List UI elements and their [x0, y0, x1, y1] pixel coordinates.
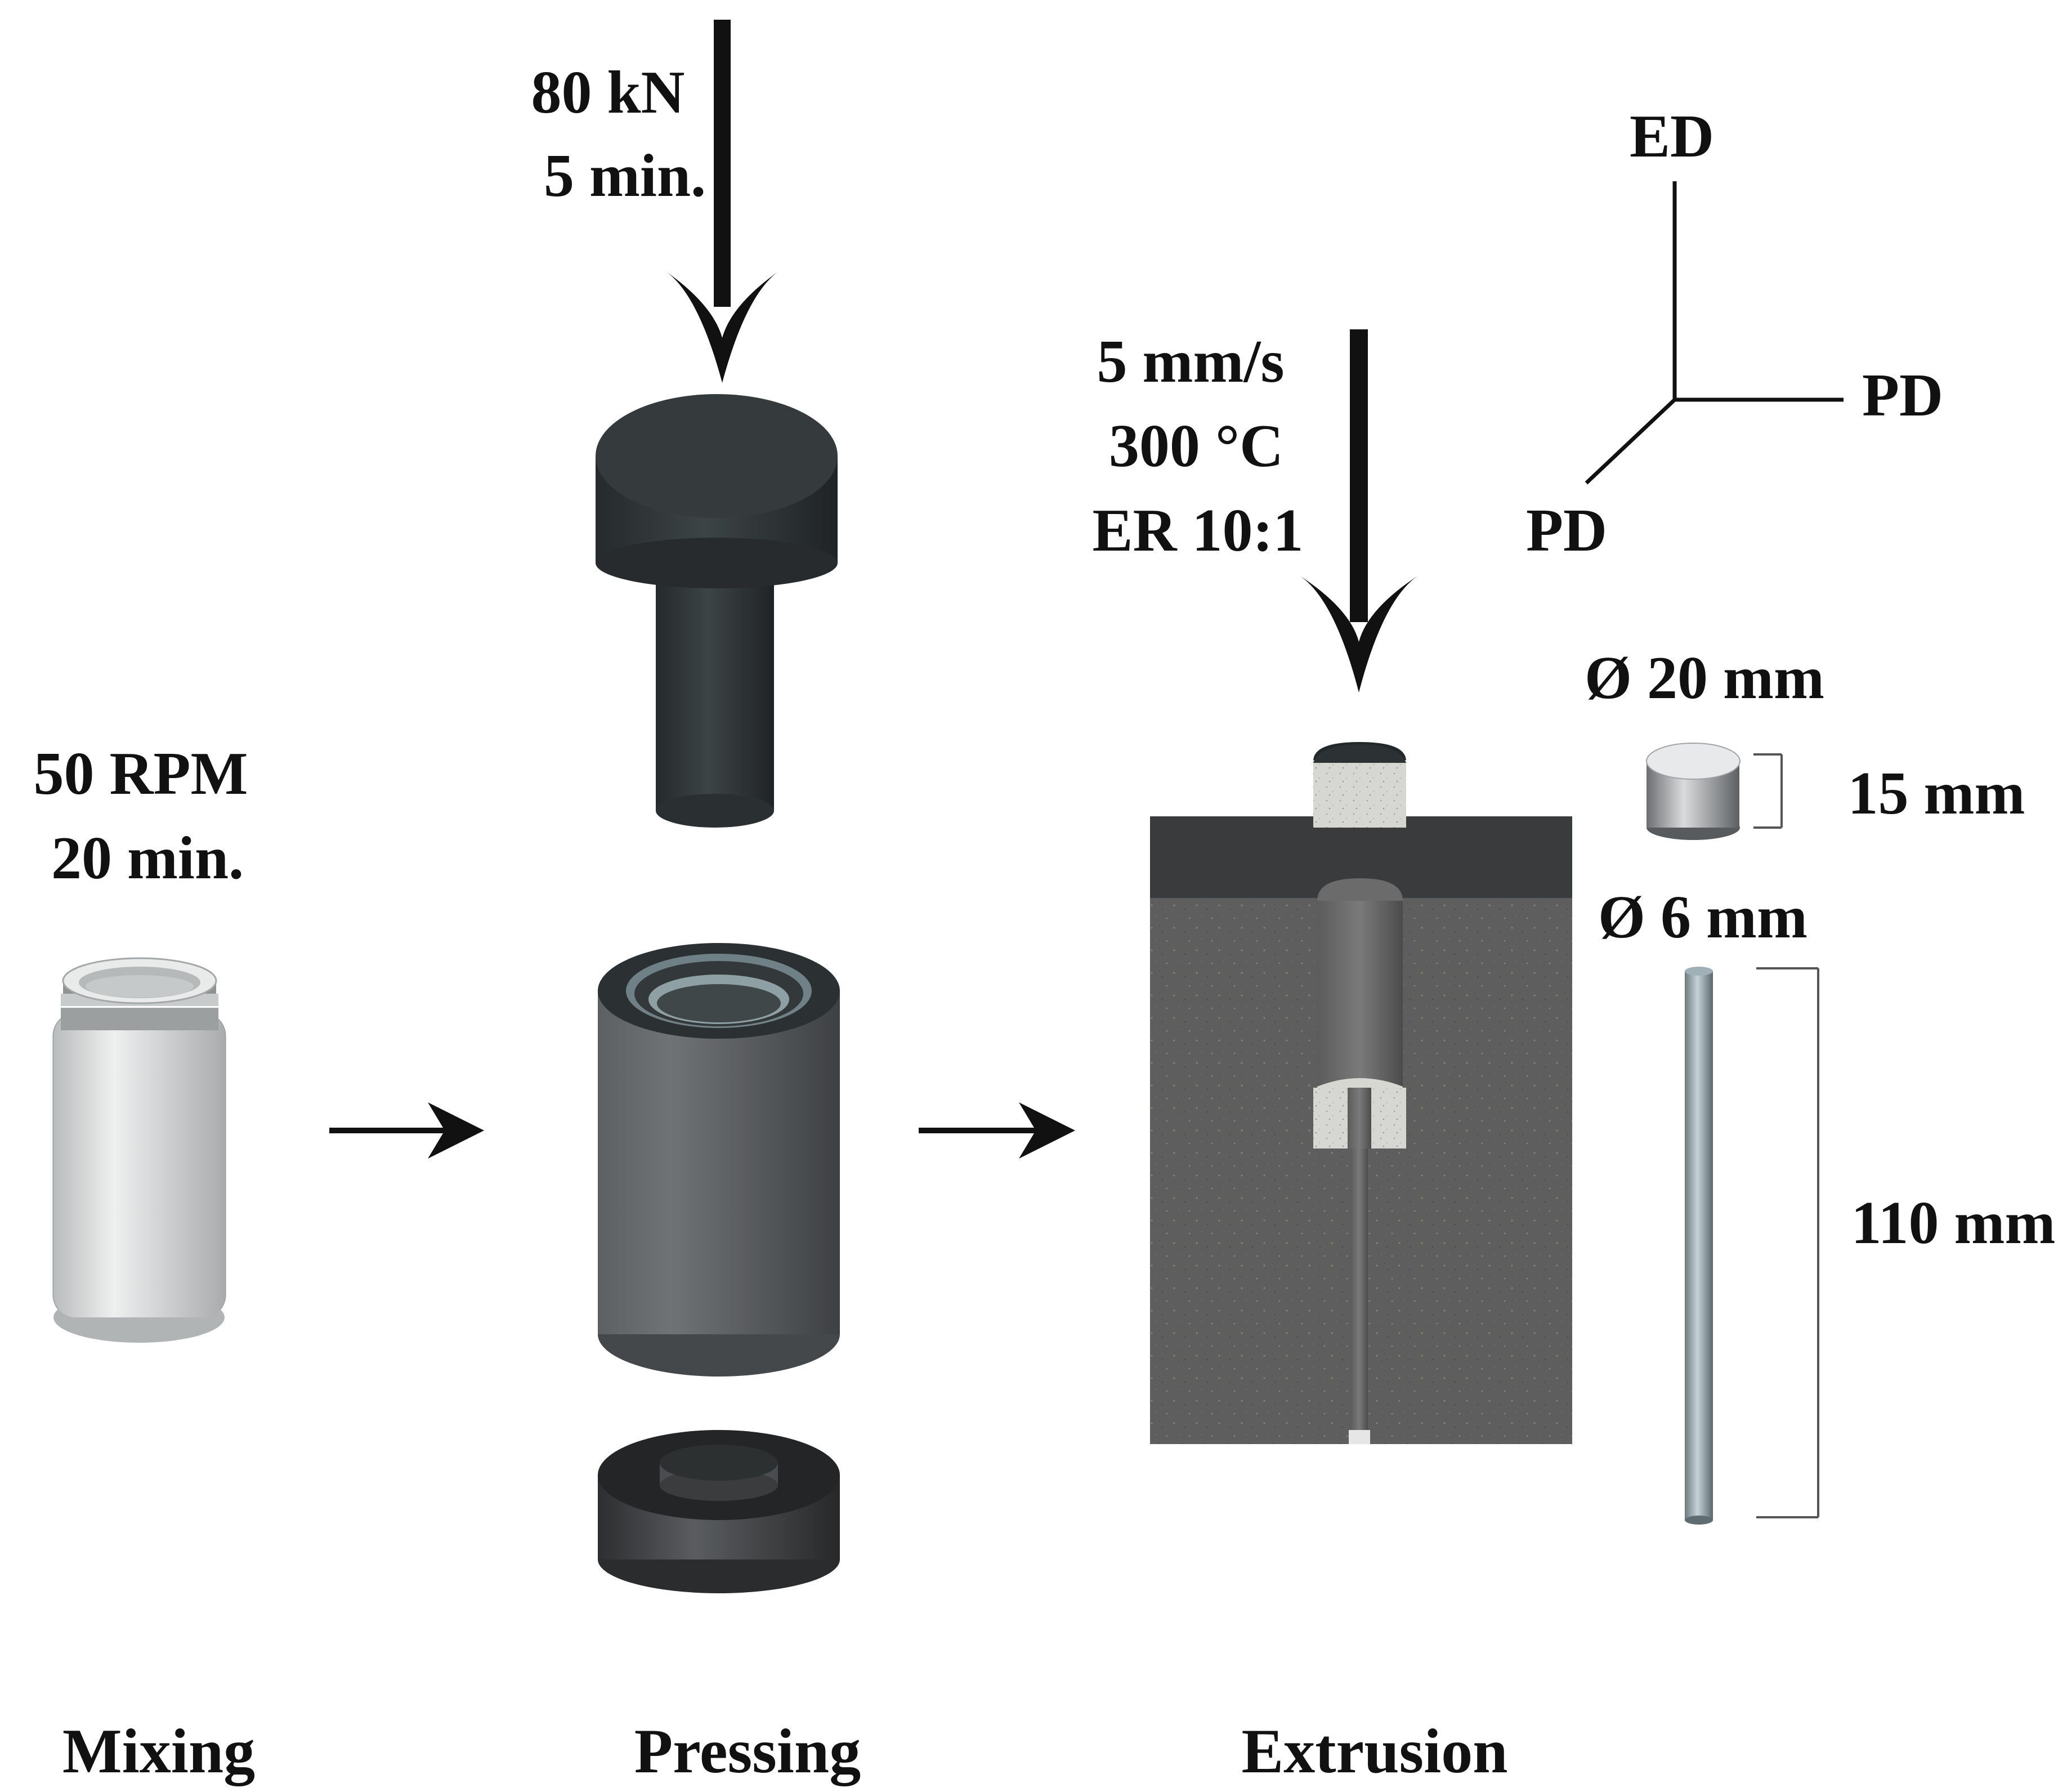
extrusion-die — [1150, 742, 1572, 1444]
caption-extrusion: Extrusion — [1242, 1717, 1508, 1786]
extrusion-ratio-label: ER 10:1 — [1093, 497, 1304, 564]
axis-label-pd-diagonal: PD — [1526, 497, 1607, 564]
billet-height-label: 15 mm — [1848, 760, 2025, 827]
caption-mixing: Mixing — [62, 1717, 255, 1786]
pressing-force-label: 80 kN — [531, 59, 684, 126]
caption-pressing: Pressing — [634, 1717, 861, 1786]
extrusion-temperature-label: 300 °C — [1109, 413, 1283, 480]
axis-label-ed: ED — [1630, 103, 1714, 170]
rod-length-label: 110 mm — [1851, 1190, 2056, 1257]
orientation-axes — [1585, 181, 1844, 485]
extrusion-speed-label: 5 mm/s — [1097, 328, 1285, 395]
billet-height-bracket — [1753, 753, 1783, 829]
billet-sample — [1646, 743, 1741, 840]
pressing-base-plate — [598, 1430, 840, 1593]
mixing-time-label: 20 min. — [51, 825, 244, 892]
mixing-jar — [52, 957, 226, 1343]
pressing-time-label: 5 min. — [544, 142, 706, 209]
extruded-rod — [1685, 967, 1713, 1525]
pressing-container — [598, 943, 840, 1377]
rod-diameter-label: Ø 6 mm — [1598, 884, 1807, 951]
axis-label-pd-horizontal: PD — [1862, 362, 1943, 429]
pressing-punch — [596, 394, 838, 828]
mixing-speed-label: 50 RPM — [34, 740, 248, 807]
extrusion-ram-arrow — [1298, 329, 1420, 692]
rod-length-bracket — [1756, 967, 1819, 1518]
billet-diameter-label: Ø 20 mm — [1585, 645, 1824, 712]
pressing-load-arrow — [664, 20, 780, 383]
